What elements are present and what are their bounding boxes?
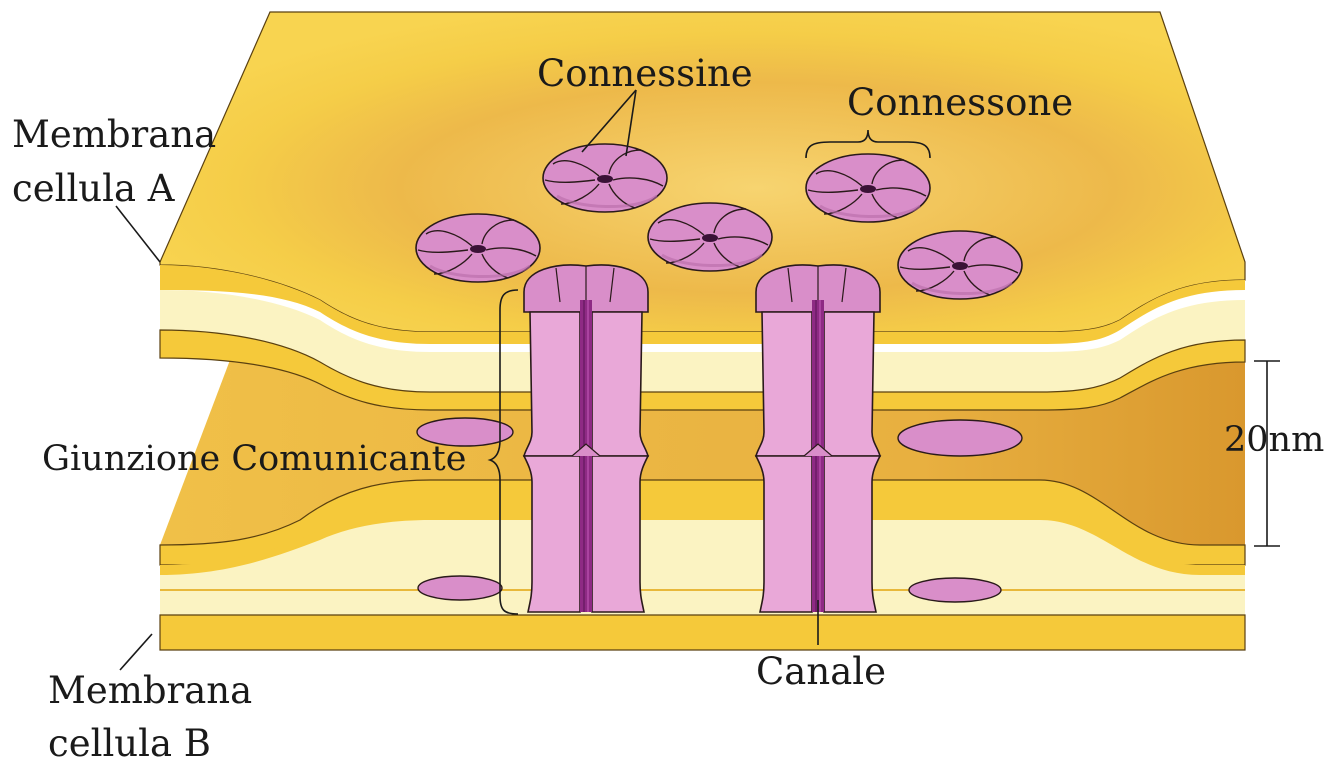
label-membrana-b: Membrana bbox=[48, 672, 252, 709]
label-cellula-a: cellula A bbox=[12, 170, 175, 207]
label-canale: Canale bbox=[756, 653, 886, 690]
label-giunzione-comunicante: Giunzione Comunicante bbox=[42, 442, 466, 477]
connexon-surface-3 bbox=[416, 214, 540, 282]
label-membrana-a: Membrana bbox=[12, 116, 216, 153]
label-connessine: Connessine bbox=[537, 55, 753, 92]
connexon-surface-1 bbox=[543, 144, 667, 212]
membrana-a-pointer bbox=[116, 206, 160, 262]
connexon-surface-5 bbox=[898, 231, 1022, 299]
membrana-b-pointer bbox=[120, 634, 152, 670]
label-cellula-b: cellula B bbox=[48, 725, 211, 762]
channel-column-right bbox=[756, 265, 880, 612]
label-scale-20nm: 20nm bbox=[1224, 423, 1324, 458]
label-connessone: Connessone bbox=[847, 84, 1073, 121]
connexon-surface-4 bbox=[648, 203, 772, 271]
channel-column-left bbox=[524, 265, 648, 612]
connexon-surface-2 bbox=[806, 154, 930, 222]
